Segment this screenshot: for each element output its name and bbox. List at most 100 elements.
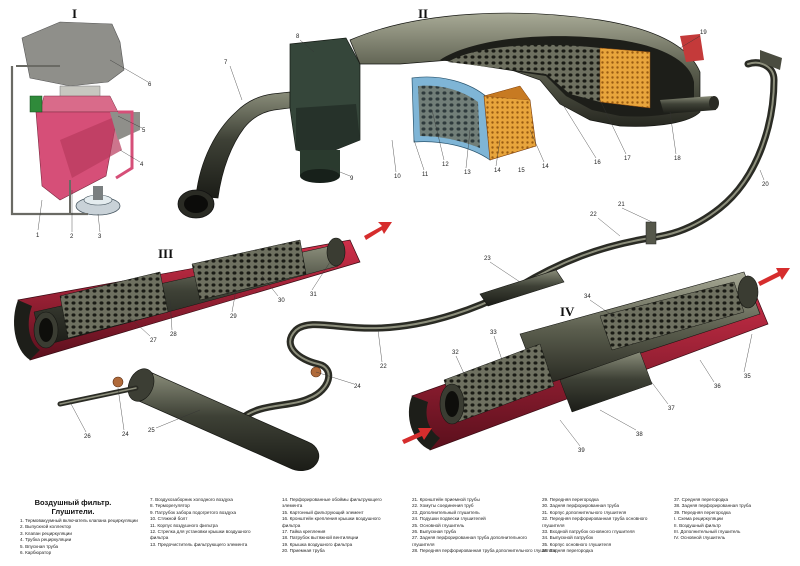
legend-item: 33. Входной патрубок основного глушителя — [542, 529, 635, 535]
callout-number: 22 — [590, 212, 597, 218]
callout-number: 7 — [224, 60, 228, 66]
callout-number: 11 — [422, 172, 429, 178]
legend-item: элемента — [282, 503, 303, 509]
callout-number: 3 — [98, 234, 102, 240]
section-numeral: I — [72, 6, 77, 21]
callout-number: 32 — [452, 350, 459, 356]
legend-item: 7. Воздухозаборник холодного воздуха — [150, 497, 233, 502]
callout-numbers: 1 2 3 4 5 6 7 8 9 10 11 12 13 14 14 15 1… — [36, 30, 769, 454]
legend: Воздушный фильтр. Глушители. 1. Термовак… — [0, 490, 800, 566]
legend-item: II. Воздушный фильтр — [674, 522, 721, 528]
callout-number: 38 — [636, 432, 643, 438]
legend-item: 23. Дополнительный глушитель — [412, 509, 480, 515]
main-muffler-25 — [57, 366, 322, 471]
legend-item: 1. Термовакуумный включатель клапана рец… — [20, 518, 138, 523]
legend-item: 10. Стяжной болт — [150, 516, 188, 522]
callout-number: 20 — [762, 182, 769, 188]
legend-title-line: Воздушный фильтр. — [34, 498, 112, 507]
exhaust-pipe-route — [236, 50, 782, 424]
legend-column-1: 1. Термовакуумный включатель клапана рец… — [20, 518, 138, 556]
callout-number: 17 — [624, 156, 631, 162]
callout-number: 28 — [170, 332, 177, 338]
legend-column-4: 21. Кронштейн приемной трубы 22. Хомуты … — [412, 497, 556, 555]
legend-column-2: 7. Воздухозаборник холодного воздуха 8. … — [150, 497, 251, 548]
callout-number: 19 — [700, 30, 707, 36]
legend-item: 29. Передняя перегородка — [542, 497, 599, 502]
legend-item: 36. Задняя перегородка — [542, 548, 594, 554]
callout-number: 16 — [594, 160, 601, 166]
callout-number: 26 — [84, 434, 91, 440]
legend-item: 17. Гайка крепления — [282, 529, 326, 535]
callout-number: 4 — [140, 162, 144, 168]
legend-item: 35. Корпус основного глушителя — [542, 541, 612, 547]
callout-number: 15 — [518, 168, 525, 174]
legend-item: 22. Хомуты соединения труб — [412, 503, 474, 509]
legend-item: глушителя — [542, 522, 565, 528]
legend-title-line: Глушители. — [51, 507, 95, 516]
main-muffler-cutaway — [402, 268, 790, 451]
legend-item: 19. Крышка воздушного фильтра — [282, 541, 353, 547]
legend-item: 21. Кронштейн приемной трубы — [412, 497, 480, 502]
section-numeral: IV — [560, 304, 575, 319]
recirculation-valve — [75, 186, 121, 216]
legend-item: 32. Передняя перфорированная труба основ… — [542, 516, 648, 522]
legend-item: 38. Задняя перфорированная труба — [674, 503, 751, 509]
callout-number: 24 — [122, 432, 129, 438]
callout-number: 18 — [674, 156, 681, 162]
legend-item: 14. Перфорированные обоймы фильтрующего — [282, 497, 382, 502]
callout-number: 27 — [150, 338, 157, 344]
legend-item: 26. Выпускная труба — [412, 529, 456, 535]
callout-number: 9 — [350, 176, 354, 182]
callout-number: 39 — [578, 448, 585, 454]
legend-item: 24. Подушки подвески глушителей — [412, 516, 486, 522]
legend-item: 8. Терморегулятор — [150, 503, 190, 509]
callout-number: 36 — [714, 384, 721, 390]
legend-item: IV. Основной глушитель — [674, 535, 726, 541]
legend-item: 2. Выпускной коллектор — [20, 524, 72, 530]
legend-item: 15. Картонный фильтрующий элемент — [282, 509, 364, 515]
callout-number: 25 — [148, 428, 155, 434]
legend-item: I. Схема рециркуляции — [674, 516, 723, 522]
legend-item: фильтра — [150, 535, 169, 541]
callout-number: 21 — [618, 202, 625, 208]
callout-number: 13 — [464, 170, 471, 176]
callout-number: 8 — [296, 34, 300, 40]
legend-item: 25. Основной глушитель — [412, 522, 465, 528]
callout-number: 30 — [278, 298, 285, 304]
callout-number: 6 — [148, 82, 152, 88]
legend-item: 13. Предочиститель фильтрующего элемента — [150, 541, 248, 547]
auxiliary-muffler-cutaway — [14, 222, 392, 361]
legend-item: 31. Корпус дополнительного глушителя — [542, 509, 627, 515]
callout-number: 10 — [394, 174, 401, 180]
legend-item: 9. Патрубок забора подогретого воздуха — [150, 509, 237, 515]
callout-number: 22 — [380, 364, 387, 370]
legend-item: 39. Передняя перегородка — [674, 509, 731, 515]
exhaust-airfilter-diagram: I II III IV 1 2 3 4 5 6 7 8 9 10 11 12 1… — [10, 6, 790, 471]
section-numeral: III — [158, 246, 173, 261]
legend-column-6: 37. Средняя перегородка 38. Задняя перфо… — [674, 497, 751, 542]
legend-column-3: 14. Перфорированные обоймы фильтрующего … — [282, 497, 382, 555]
callout-number: 24 — [354, 384, 361, 390]
callout-number: 5 — [142, 128, 146, 134]
legend-item: глушителя — [412, 541, 435, 547]
legend-item: 27. Задняя перфорированная труба дополни… — [412, 535, 527, 541]
legend-item: 5. Впускная труба — [20, 543, 59, 549]
callout-number: 34 — [584, 294, 591, 300]
callout-number: 37 — [668, 406, 675, 412]
recirculation-scheme — [10, 21, 140, 216]
legend-item: 37. Средняя перегородка — [674, 497, 729, 502]
leader-lines — [37, 35, 765, 447]
air-filter-assembly — [177, 12, 719, 219]
section-numeral: II — [418, 6, 428, 21]
callout-number: 1 — [36, 233, 40, 239]
callout-number: 23 — [484, 256, 491, 262]
legend-item: 20. Приемная труба — [282, 548, 325, 554]
legend-item: III. Дополнительный глушитель — [674, 529, 741, 535]
callout-number: 29 — [230, 314, 237, 320]
legend-item: 28. Передняя перфорированная труба допол… — [412, 548, 557, 554]
callout-number: 31 — [310, 292, 317, 298]
callout-number: 14 — [494, 168, 501, 174]
legend-item: 12. Стрелка для установки крышки воздушн… — [150, 529, 251, 535]
legend-item: 11. Корпус воздушного фильтра — [150, 522, 218, 528]
legend-item: 6. Карбюратор — [20, 550, 52, 556]
